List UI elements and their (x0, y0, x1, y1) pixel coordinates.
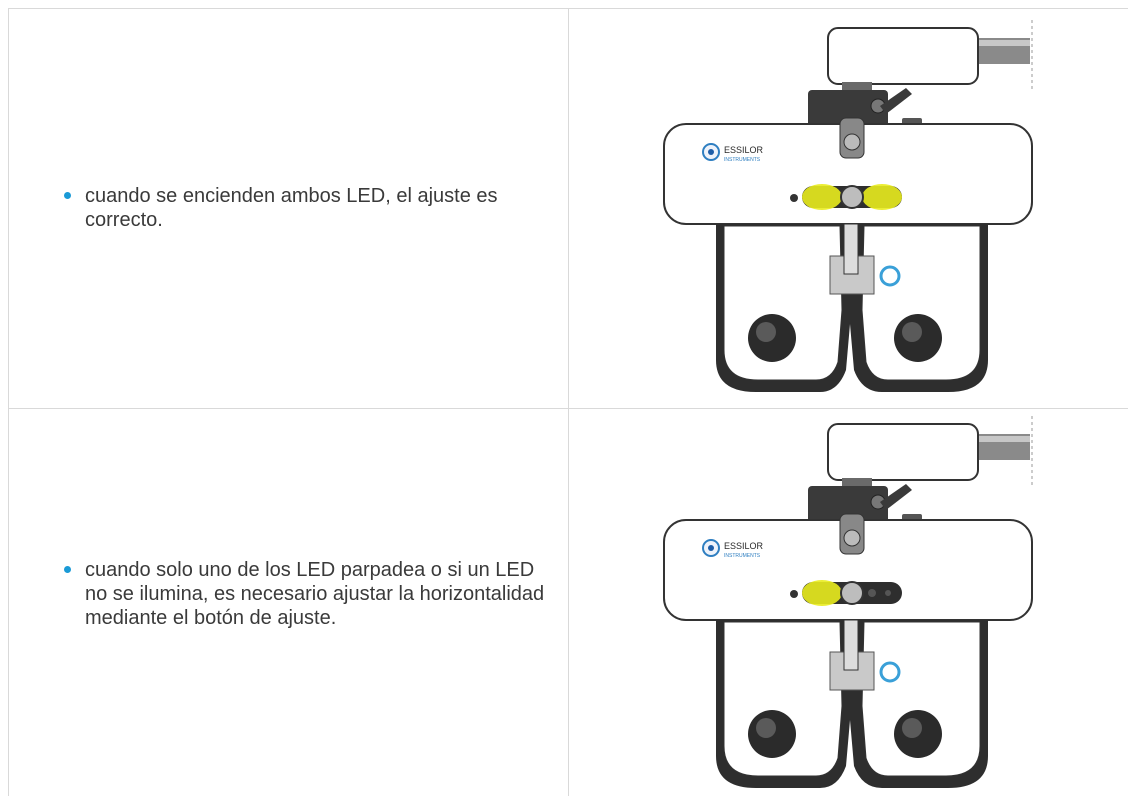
digital-logo-icon (879, 661, 901, 683)
led-left-on (802, 580, 842, 606)
led-left-on (802, 184, 842, 210)
table-border-left (8, 8, 9, 796)
table-column-divider (568, 8, 569, 796)
phoropter-illustration: ESSILOR INSTRUMENTS (663, 416, 1033, 788)
brand-subtitle: INSTRUMENTS (724, 157, 761, 163)
brand-subtitle: INSTRUMENTS (724, 553, 761, 559)
instruction-text: cuando se encienden ambos LED, el ajuste… (85, 185, 498, 231)
table-row-divider (8, 408, 1128, 409)
phoropter-figure-one-led: ESSILOR INSTRUMENTS (660, 416, 1040, 796)
bullet-item: cuando se encienden ambos LED, el ajuste… (64, 184, 545, 232)
adjust-knob (840, 581, 864, 605)
digital-logo-icon (879, 265, 901, 287)
bullet-item: cuando solo uno de los LED parpadea o si… (64, 558, 545, 630)
row-1-text-cell: cuando se encienden ambos LED, el ajuste… (64, 8, 564, 408)
phoropter-illustration: ESSILOR INSTRUMENTS (663, 20, 1033, 392)
led-right-on (862, 184, 902, 210)
brand-name: ESSILOR (724, 145, 764, 155)
brand-name: ESSILOR (724, 541, 764, 551)
bullet-icon (64, 192, 71, 199)
instruction-text: cuando solo uno de los LED parpadea o si… (85, 559, 545, 629)
adjust-knob (840, 185, 864, 209)
bullet-icon (64, 566, 71, 573)
row-2-text-cell: cuando solo uno de los LED parpadea o si… (64, 408, 564, 808)
led-right-off (868, 589, 876, 597)
phoropter-figure-both-leds: ESSILOR INSTRUMENTS (660, 20, 1040, 400)
